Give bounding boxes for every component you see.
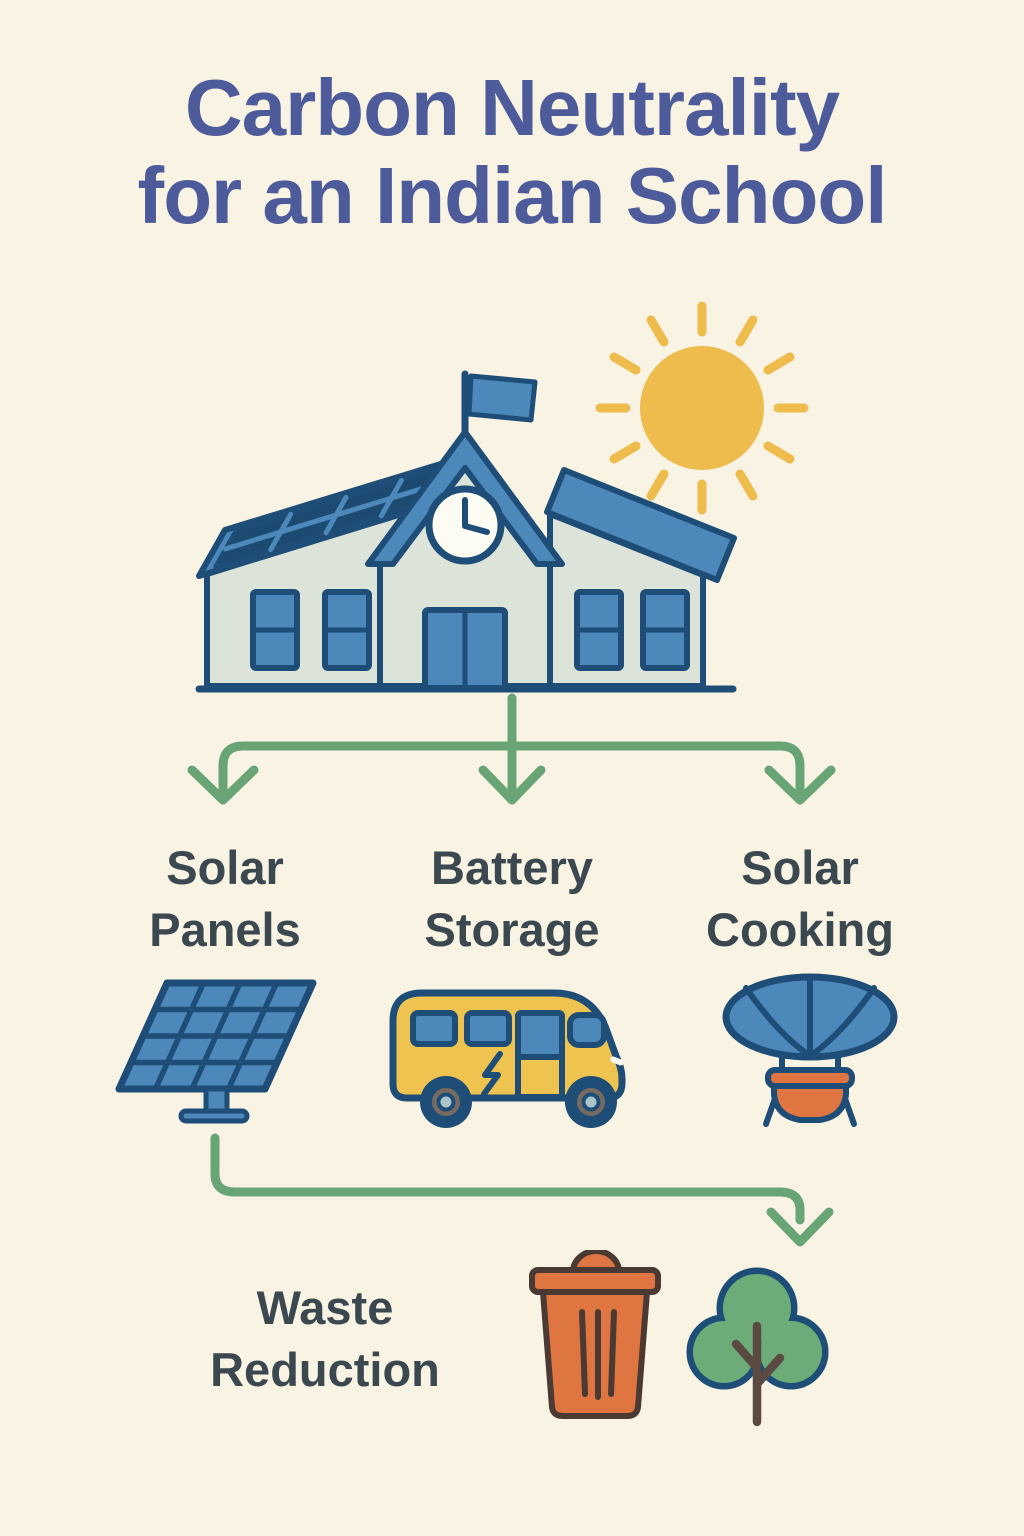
flow-arrow-waste bbox=[210, 1133, 834, 1247]
label-line: Solar bbox=[166, 841, 284, 894]
poster-title: Carbon Neutrality for an Indian School bbox=[0, 64, 1024, 240]
tree-trunk bbox=[731, 1321, 785, 1427]
label-line: Panels bbox=[149, 903, 301, 956]
bus-window bbox=[410, 1010, 458, 1047]
flag-icon bbox=[466, 373, 538, 423]
label-line: Cooking bbox=[706, 903, 894, 956]
bus-windshield bbox=[567, 1012, 607, 1048]
left-wing bbox=[199, 454, 473, 689]
clock-tower bbox=[365, 370, 565, 691]
right-wing bbox=[547, 470, 734, 689]
arrowhead-solar-cooking bbox=[764, 765, 836, 805]
trash-lid bbox=[529, 1267, 661, 1295]
bus-window bbox=[464, 1010, 512, 1047]
bus-door bbox=[515, 1010, 565, 1100]
branch-line bbox=[218, 741, 805, 797]
solar-cooker-icon bbox=[722, 973, 898, 1127]
label-waste-reduction: Waste Reduction bbox=[155, 1277, 495, 1401]
tree-icon bbox=[686, 1267, 829, 1427]
right-roof bbox=[547, 470, 734, 580]
bus-headlight bbox=[610, 1056, 624, 1066]
label-battery-storage: Battery Storage bbox=[382, 837, 642, 961]
label-solar-panels: Solar Panels bbox=[95, 837, 355, 961]
arrowhead-waste-reduction bbox=[766, 1207, 834, 1247]
title-line-1: Carbon Neutrality bbox=[184, 63, 840, 152]
arrowhead-battery-storage bbox=[478, 765, 546, 805]
label-line: Reduction bbox=[210, 1343, 440, 1396]
bus-wheel bbox=[565, 1076, 617, 1128]
electric-school-bus-icon bbox=[389, 989, 626, 1128]
waste-line bbox=[210, 1133, 805, 1225]
entrance-door bbox=[422, 607, 508, 691]
label-line: Solar bbox=[741, 841, 859, 894]
label-line: Waste bbox=[256, 1281, 394, 1334]
window bbox=[250, 589, 300, 671]
window bbox=[322, 589, 372, 671]
clock-icon bbox=[425, 485, 505, 565]
sun-icon bbox=[595, 301, 809, 515]
window bbox=[574, 589, 624, 671]
bus-wheel bbox=[420, 1076, 472, 1128]
trash-can-icon bbox=[529, 1250, 661, 1419]
school-building-icon bbox=[195, 370, 734, 693]
arrowhead-solar-panels bbox=[187, 765, 259, 805]
lightning-bolt-icon bbox=[481, 1051, 503, 1097]
school-and-sun-illustration bbox=[195, 301, 809, 693]
label-line: Storage bbox=[424, 903, 600, 956]
label-solar-cooking: Solar Cooking bbox=[668, 837, 932, 961]
solar-panel-icon bbox=[115, 979, 317, 1124]
window bbox=[640, 589, 690, 671]
flow-arrows-top bbox=[187, 693, 836, 805]
label-line: Battery bbox=[431, 841, 593, 894]
cooker-pot bbox=[765, 1067, 855, 1123]
title-line-2: for an Indian School bbox=[137, 151, 888, 240]
